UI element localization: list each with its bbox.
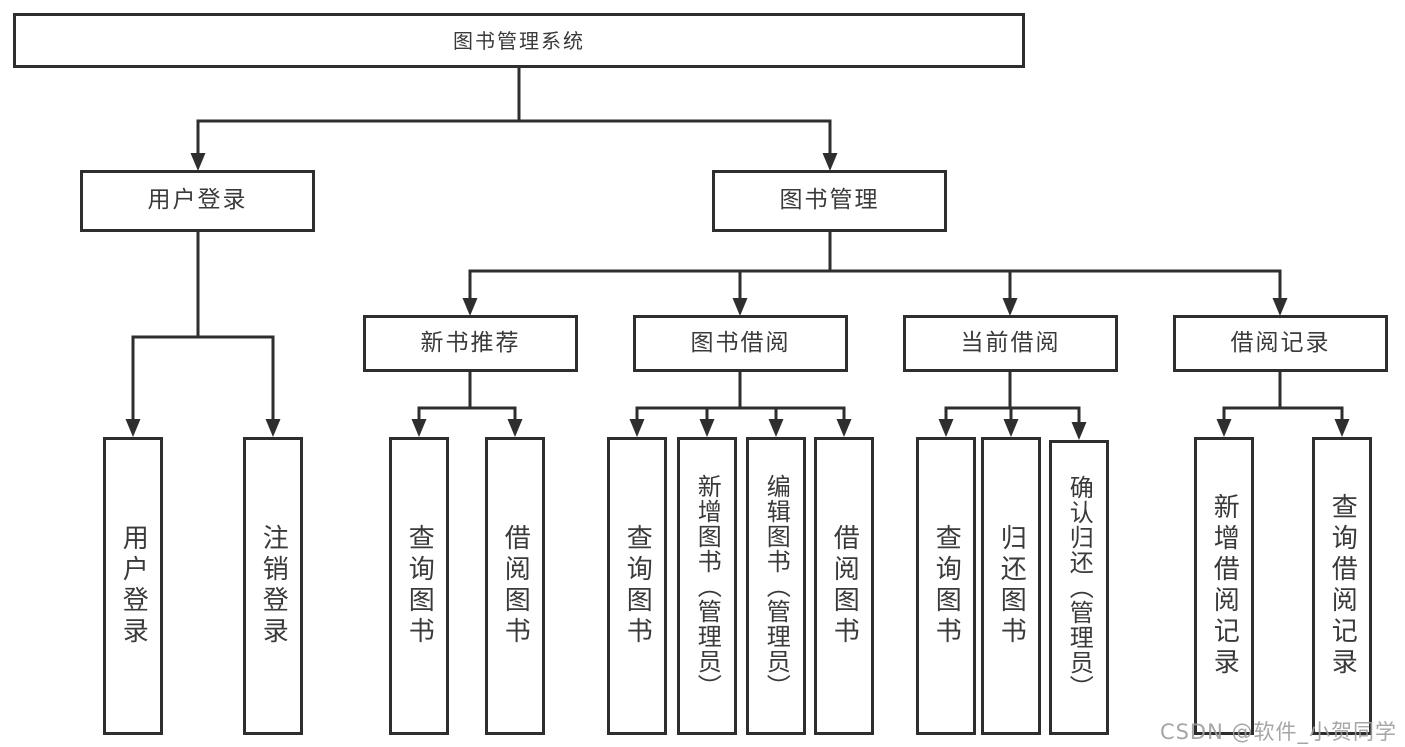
node-borrow-record: 借阅记录 bbox=[1173, 315, 1388, 372]
leaf-logout: 注销登录 bbox=[243, 437, 303, 735]
node-current-borrow: 当前借阅 bbox=[903, 315, 1118, 372]
connector-bookborrow-to-leaves bbox=[629, 370, 852, 437]
connector-userlogin-to-leaves bbox=[125, 230, 281, 437]
arrow-down-icon bbox=[507, 419, 523, 437]
arrow-down-icon bbox=[1002, 298, 1018, 316]
connector-root-to-level2 bbox=[190, 66, 838, 171]
arrow-down-icon bbox=[938, 419, 954, 437]
watermark: CSDN @软件_小贺同学 bbox=[1159, 720, 1397, 744]
leaf-user-login: 用户登录 bbox=[103, 437, 163, 735]
connector-bookmgmt-to-level3 bbox=[462, 230, 1288, 316]
arrow-down-icon bbox=[1003, 419, 1019, 437]
leaf-edit-books-admin: 编辑图书（管理员） bbox=[746, 437, 806, 735]
arrow-down-icon bbox=[190, 153, 206, 171]
arrow-down-icon bbox=[836, 419, 852, 437]
node-book-borrow: 图书借阅 bbox=[633, 315, 848, 372]
arrow-down-icon bbox=[411, 419, 427, 437]
arrow-down-icon bbox=[462, 298, 478, 316]
arrow-down-icon bbox=[699, 419, 715, 437]
leaf-add-books-admin: 新增图书（管理员） bbox=[677, 437, 737, 735]
arrow-down-icon bbox=[1216, 419, 1232, 437]
arrow-down-icon bbox=[732, 298, 748, 316]
connector-newbook-to-leaves bbox=[411, 370, 523, 437]
node-user-login: 用户登录 bbox=[80, 170, 315, 232]
connector-currentborrow-to-leaves bbox=[938, 370, 1087, 440]
node-new-book-recommend: 新书推荐 bbox=[363, 315, 578, 372]
arrow-down-icon bbox=[768, 419, 784, 437]
arrow-down-icon bbox=[629, 419, 645, 437]
arrow-down-icon bbox=[1334, 419, 1350, 437]
arrow-down-icon bbox=[822, 153, 838, 171]
leaf-query-books: 查询图书 bbox=[607, 437, 667, 735]
leaf-borrow-books: 借阅图书 bbox=[814, 437, 874, 735]
leaf-query-books: 查询图书 bbox=[389, 437, 449, 735]
leaf-add-borrow-record: 新增借阅记录 bbox=[1194, 437, 1254, 735]
arrow-down-icon bbox=[1071, 422, 1087, 440]
leaf-return-books: 归还图书 bbox=[981, 437, 1041, 735]
leaf-query-books: 查询图书 bbox=[916, 437, 976, 735]
leaf-confirm-return-admin: 确认归还（管理员） bbox=[1049, 440, 1109, 735]
leaf-borrow-books: 借阅图书 bbox=[485, 437, 545, 735]
leaf-query-borrow-record: 查询借阅记录 bbox=[1312, 437, 1372, 735]
node-book-management: 图书管理 bbox=[712, 170, 947, 232]
connector-borrowrecord-to-leaves bbox=[1216, 370, 1350, 437]
arrow-down-icon bbox=[125, 419, 141, 437]
arrow-down-icon bbox=[1272, 298, 1288, 316]
node-root-system: 图书管理系统 bbox=[13, 13, 1025, 68]
arrow-down-icon bbox=[265, 419, 281, 437]
